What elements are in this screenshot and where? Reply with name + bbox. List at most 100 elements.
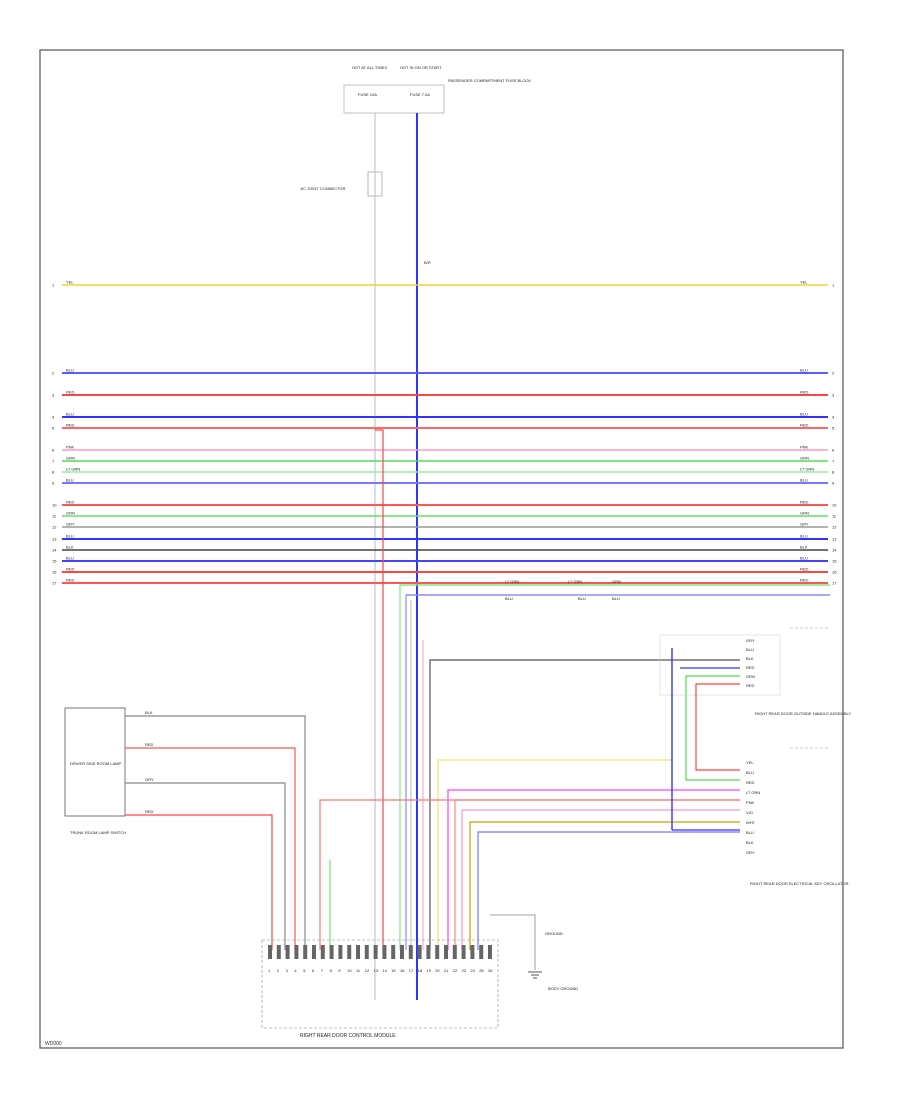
bus-pin-left: 11 — [52, 514, 57, 519]
module-pin — [479, 945, 484, 959]
module-pin — [382, 945, 387, 959]
module-pin-number: 1 — [268, 968, 271, 973]
bus-pin-left: 2 — [52, 371, 55, 376]
bus-wire-label-right: BLU — [800, 534, 808, 539]
bus-pin-left: 10 — [52, 503, 57, 508]
bus-pin-right: 16 — [832, 570, 837, 575]
bus-wire-label-right: BLU — [800, 478, 808, 483]
module-pin — [373, 945, 378, 959]
rm-pin-6: RED — [746, 683, 755, 688]
module-drops — [319, 429, 830, 950]
bus-wire-label-right: GRY — [800, 522, 809, 527]
bus-pin-left: 4 — [52, 415, 55, 420]
module-pin — [303, 945, 308, 959]
fuse-label-left: HOT AT ALL TIMES — [352, 65, 387, 70]
bus-wire-label-right: YEL — [800, 280, 808, 285]
module-pin — [312, 945, 316, 959]
bus-pin-left: 9 — [52, 481, 55, 486]
joint-connector-label: J/C JOINT CONNECTOR — [300, 186, 346, 191]
module-pin — [452, 945, 457, 959]
bus-pin-left: 6 — [52, 448, 55, 453]
bus-wire-label-right: RED — [800, 567, 809, 572]
bus-wire-label-left: RED — [66, 578, 75, 583]
bus-wire-label-left: RED — [66, 423, 75, 428]
left-switch-sub: DRIVER SIDE ROOM LAMP — [70, 761, 121, 766]
module-pin — [417, 945, 422, 959]
bus-wire-label-left: BLK — [66, 545, 74, 550]
bus-wire-label-left: BLU — [66, 412, 74, 417]
left-pin-1: BLK — [145, 710, 153, 715]
ground-sub: BODY GROUND — [548, 986, 578, 991]
bottom-module-label: RIGHT REAR DOOR CONTROL MODULE — [300, 1033, 396, 1039]
rb-pin-7: WHT — [746, 820, 756, 825]
module-pin — [400, 945, 404, 959]
bus-wire-label-right: BLK — [800, 545, 808, 550]
bus-pin-right: 8 — [832, 470, 835, 475]
bus-wire-label-right: LT GRN — [800, 467, 814, 472]
diagram-frame — [39, 49, 844, 1049]
module-pin — [426, 945, 431, 959]
module-pin-number: 3 — [286, 968, 289, 973]
left-switch-label: TRUNK ROOM LAMP SWITCH — [70, 830, 126, 835]
module-pin-number: 19 — [426, 968, 431, 973]
bus-pin-left: 13 — [52, 537, 57, 542]
module-pin-number: 18 — [418, 968, 423, 973]
rm-pin-5: GRN — [746, 674, 755, 679]
stub-label-c: LT GRN — [568, 579, 582, 584]
bus-wire-label-left: RED — [66, 567, 75, 572]
rb-pin-4: LT GRN — [746, 790, 760, 795]
module-pin — [338, 945, 343, 959]
module-pin — [356, 945, 360, 959]
rb-pin-2: BLU — [746, 770, 754, 775]
module-pin — [470, 945, 475, 959]
module-pin-number: 5 — [303, 968, 306, 973]
bus-pin-right: 14 — [832, 548, 837, 553]
bus-wire-label-right: GRN — [800, 456, 809, 461]
bus-pin-right: 15 — [832, 559, 837, 564]
rm-pin-3: BLK — [746, 656, 754, 661]
bus-wire-label-right: RED — [800, 578, 809, 583]
rb-pin-10: GRY — [746, 850, 755, 855]
bus-pin-left: 14 — [52, 548, 57, 553]
rm-pin-1: GRY — [746, 638, 755, 643]
bus-pin-right: 1 — [832, 283, 835, 288]
bus-pin-left: 3 — [52, 393, 55, 398]
module-pin — [329, 945, 334, 959]
module-pin-number: 12 — [365, 968, 370, 973]
bus-pin-right: 7 — [832, 459, 835, 464]
bus-pin-right: 2 — [832, 371, 835, 376]
rb-pin-3: RED — [746, 780, 755, 785]
bus-wire-label-left: GRN — [66, 456, 75, 461]
module-pin-number: 14 — [382, 968, 387, 973]
module-pin-number: 7 — [321, 968, 324, 973]
module-pin — [276, 945, 281, 959]
stub-label-f: BLU — [612, 596, 620, 601]
module-pin-number: 25 — [479, 968, 484, 973]
module-pin — [364, 945, 369, 959]
module-pin — [444, 945, 448, 959]
rb-pin-8: BLU — [746, 830, 754, 835]
bus-pin-left: 17 — [52, 581, 57, 586]
bus-wire-label-left: BLU — [66, 556, 74, 561]
bus-pin-left: 12 — [52, 525, 57, 530]
module-pin-number: 23 — [462, 968, 467, 973]
module-pin-number: 8 — [330, 968, 333, 973]
module-pin — [461, 945, 466, 959]
bus-pin-left: 15 — [52, 559, 57, 564]
fuse-a-label: FUSE 10A — [358, 92, 377, 97]
module-pin-number: 2 — [277, 968, 280, 973]
bus-wire-label-left: LT GRN — [66, 467, 80, 472]
left-pin-4: RED — [145, 809, 154, 814]
fuse-b-label: FUSE 7.5A — [410, 92, 430, 97]
bus-pin-right: 4 — [832, 415, 835, 420]
bus-wire-label-left: YEL — [66, 280, 74, 285]
bus-pin-left: 7 — [52, 459, 55, 464]
rm-pin-4: RED — [746, 665, 755, 670]
bus-wire-label-right: BLU — [800, 556, 808, 561]
bus-wire-label-right: BLU — [800, 368, 808, 373]
bus-wire-label-left: BLU — [66, 478, 74, 483]
bus-wire-label-left: BLU — [66, 368, 74, 373]
module-pin — [408, 945, 413, 959]
right-bottom-connector: RIGHT REAR DOOR ELECTRICAL KEY OSCILLATO… — [672, 747, 849, 886]
